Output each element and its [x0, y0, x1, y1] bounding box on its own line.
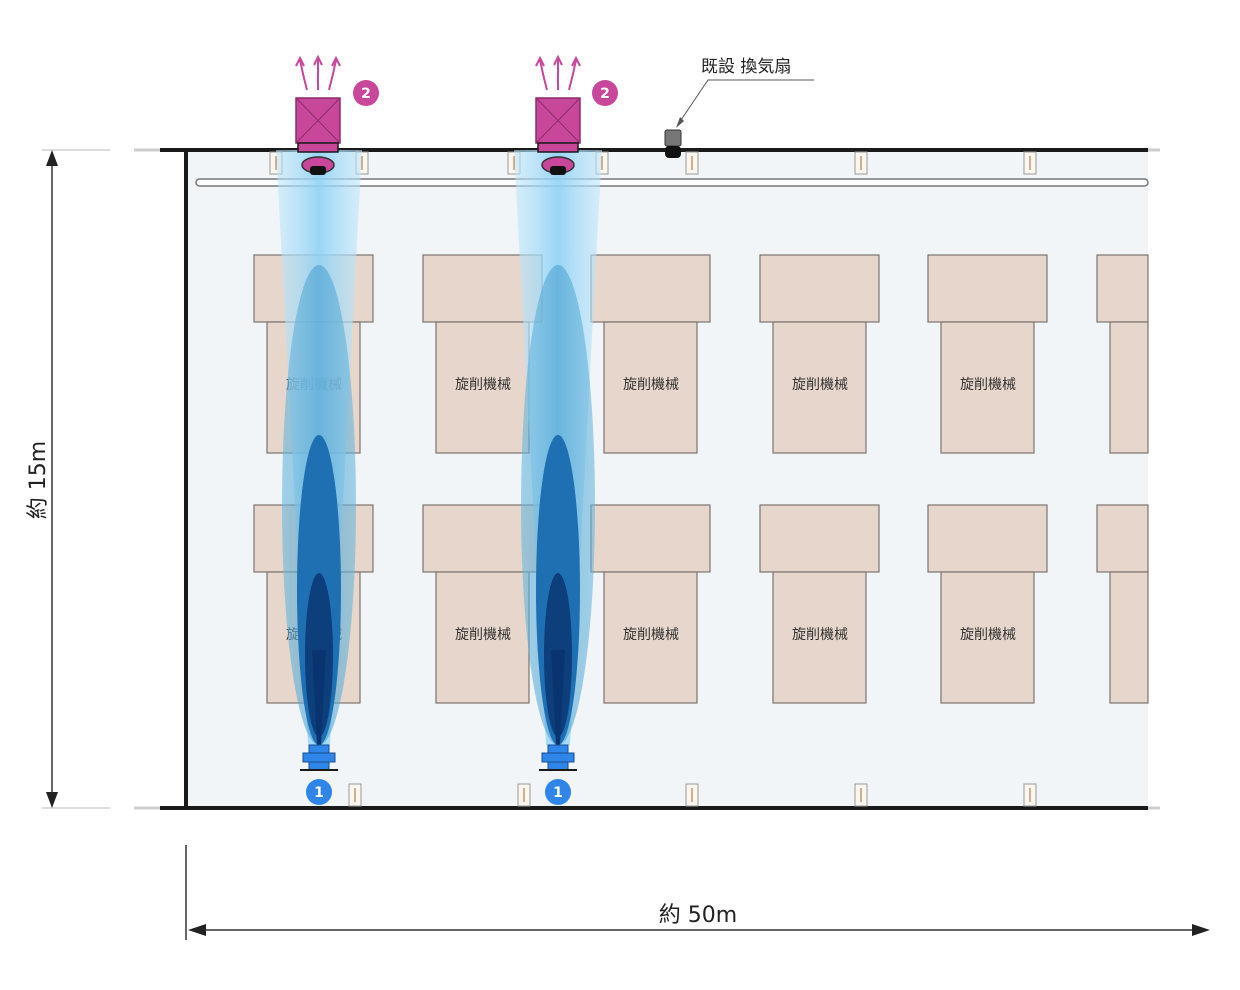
exhaust-marker-label: 2: [361, 86, 371, 102]
exhaust-marker-label: 2: [600, 86, 610, 102]
supply-marker-label: 1: [314, 785, 324, 801]
supply-fan-icon: [539, 744, 577, 771]
air-jet-1: [276, 150, 362, 745]
existing-fan-leader: [678, 79, 814, 124]
height-dimension: [42, 149, 110, 809]
exhaust-fan-icon: [535, 97, 581, 175]
supply-marker: 1: [306, 779, 332, 805]
machine-label: 旋削機械: [792, 377, 848, 393]
lathe-machine: [1096, 504, 1149, 704]
airflow-arrow-icon: [295, 54, 341, 91]
lathe-machine: 旋削機械: [759, 504, 880, 704]
supply-marker-label: 1: [553, 785, 563, 801]
machine-label: 旋削機械: [792, 627, 848, 643]
machine-label: 旋削機械: [623, 377, 679, 393]
machine-label: 旋削機械: [623, 627, 679, 643]
existing-fan-leader-arrow: [676, 117, 684, 128]
machine-label: 旋削機械: [455, 627, 511, 643]
width-dimension: [185, 845, 1210, 940]
exhaust-marker: 2: [592, 80, 618, 106]
lathe-machine: 旋削機械: [590, 504, 711, 704]
airflow-arrow-icon: [535, 54, 581, 91]
width-dimension-label: 約 50m: [659, 903, 737, 928]
lathe-machine: [1096, 254, 1149, 454]
lathe-machine: 旋削機械: [927, 254, 1048, 454]
machine-label: 旋削機械: [960, 627, 1016, 643]
lathe-machine: 旋削機械: [927, 504, 1048, 704]
air-jet-2: [514, 150, 602, 745]
lathe-machine: 旋削機械: [759, 254, 880, 454]
exhaust-marker: 2: [353, 80, 379, 106]
machine-label: 旋削機械: [960, 377, 1016, 393]
supply-marker: 1: [545, 779, 571, 805]
lathe-machine: 旋削機械: [590, 254, 711, 454]
exhaust-fan-icon: [295, 97, 341, 175]
height-dimension-label: 約 15m: [26, 441, 51, 519]
existing-fan-label: 既設 換気扇: [701, 57, 791, 77]
existing-fan-icon: [664, 129, 682, 158]
machine-label: 旋削機械: [455, 377, 511, 393]
overhead-duct: [195, 178, 1149, 187]
lathe-machine: 旋削機械: [422, 254, 543, 454]
supply-fan-icon: [300, 744, 338, 771]
